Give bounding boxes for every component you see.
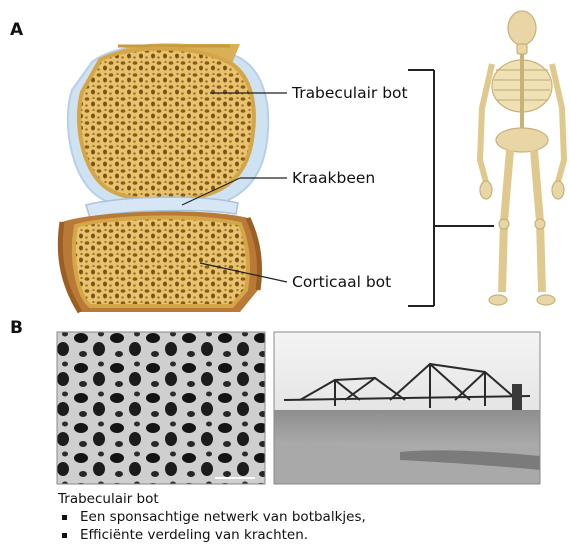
skeleton-illustration bbox=[480, 11, 564, 305]
caption-bullet: Een sponsachtige netwerk van botbalkjes, bbox=[58, 508, 366, 526]
label-trabecular-bone: Trabeculair bot bbox=[292, 84, 408, 102]
label-cortical-bone: Corticaal bot bbox=[292, 273, 391, 291]
panel-label-a: A bbox=[10, 20, 23, 40]
panel-label-b: B bbox=[10, 318, 23, 338]
caption-bullet: Efficiënte verdeling van krachten. bbox=[58, 526, 366, 544]
label-cartilage: Kraakbeen bbox=[292, 169, 375, 187]
bridge-photo bbox=[274, 332, 540, 484]
caption: Trabeculair bot Een sponsachtige netwerk… bbox=[58, 490, 366, 544]
caption-bullet-list: Een sponsachtige netwerk van botbalkjes,… bbox=[58, 508, 366, 544]
knee-joint-illustration bbox=[60, 44, 268, 312]
caption-title: Trabeculair bot bbox=[58, 490, 366, 508]
trabecular-sem-photo bbox=[57, 332, 265, 484]
